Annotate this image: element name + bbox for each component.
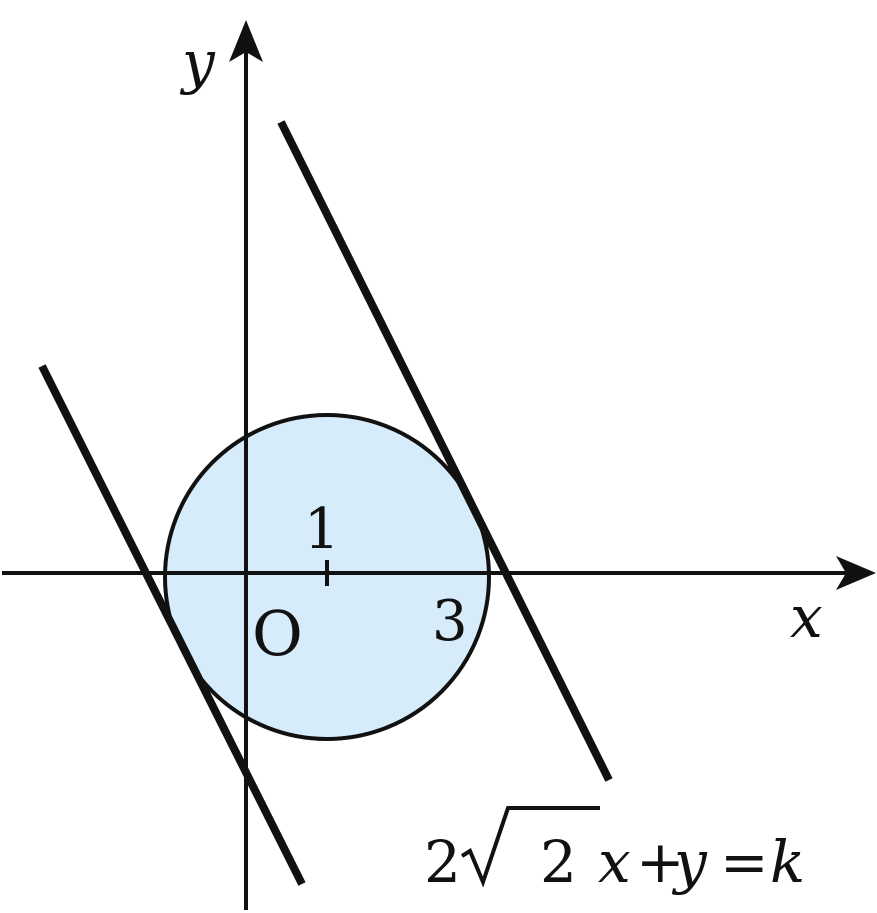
y-axis-label: y [179, 28, 216, 96]
x-axis-label: x [790, 583, 823, 651]
sqrt-sign-icon [460, 806, 600, 888]
equation-y: y [671, 828, 708, 896]
equation-plus: + [636, 828, 685, 896]
tangent-line-lower [38, 364, 306, 886]
equation-coefficient: 2 [424, 828, 461, 896]
equation-k: k [770, 828, 805, 896]
origin-label: O [252, 597, 303, 670]
tangent-line-upper [277, 120, 613, 782]
tick-label-1: 1 [304, 497, 340, 562]
line-equation: 2 2 x + y = k [424, 806, 805, 896]
x-axis-arrowhead [836, 556, 876, 590]
y-axis-arrowhead [229, 20, 263, 62]
equation-radicand: 2 [540, 828, 577, 896]
equation-x: x [598, 828, 631, 896]
equation-equals: = [720, 828, 769, 896]
point-label-3: 3 [432, 589, 468, 654]
